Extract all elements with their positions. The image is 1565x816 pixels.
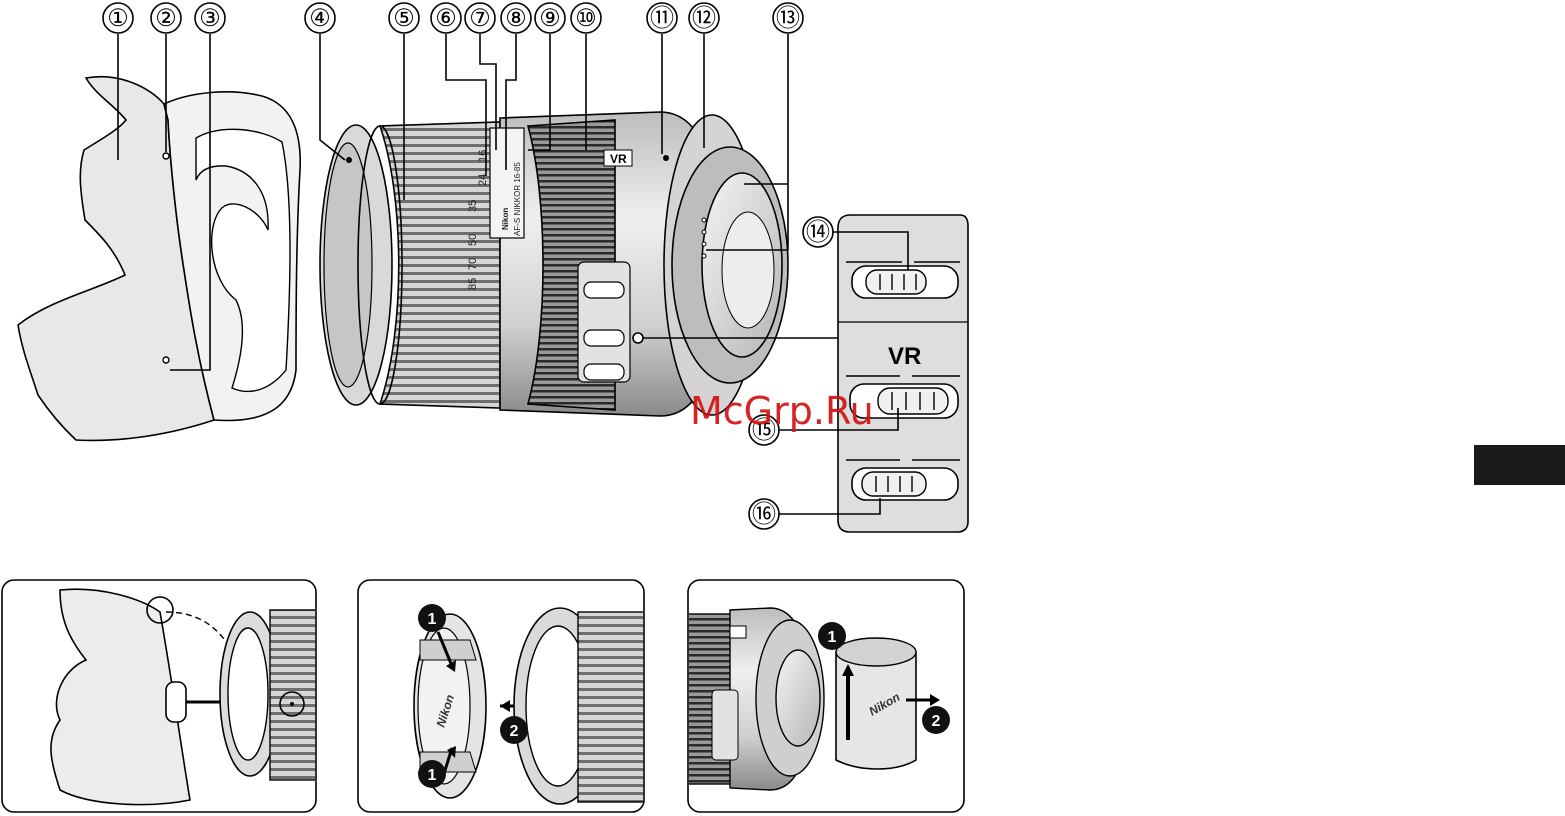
focal-mark-24: 24 <box>477 174 489 186</box>
mounting-index <box>663 155 669 161</box>
step-1-top: 1 <box>428 611 437 628</box>
rear-step-1: 1 <box>828 629 837 646</box>
svg-text:④: ④ <box>309 5 331 32</box>
callout-13: ⑬ <box>773 3 803 33</box>
svg-text:⑭: ⑭ <box>806 219 830 246</box>
callout-7: ⑦ <box>465 3 495 33</box>
svg-text:⑫: ⑫ <box>692 5 716 32</box>
focal-mark-50: 50 <box>467 234 479 246</box>
rear-cap-panel: Nikon 1 2 <box>680 580 964 812</box>
callout-12: ⑫ <box>689 3 719 33</box>
af-m-switch[interactable] <box>584 282 624 298</box>
callout-9: ⑨ <box>535 3 565 33</box>
watermark-text: McGrp.Ru <box>690 389 874 433</box>
svg-text:③: ③ <box>199 5 221 32</box>
vr-mode-switch[interactable] <box>852 468 958 500</box>
callout-10: ⑩ <box>571 3 601 33</box>
step-2: 2 <box>510 723 519 740</box>
nikon-brand-text: Nikon <box>501 208 510 230</box>
lens-hood <box>18 77 300 441</box>
svg-text:②: ② <box>155 5 177 32</box>
focal-mark-70: 70 <box>467 258 479 270</box>
callout-3: ③ <box>195 3 225 33</box>
svg-text:⑦: ⑦ <box>469 5 491 32</box>
vr-switch-label: VR <box>888 343 921 370</box>
svg-text:①: ① <box>107 5 129 32</box>
vr-mode-switch-small[interactable] <box>584 364 624 380</box>
svg-text:⑨: ⑨ <box>539 5 561 32</box>
svg-text:VR: VR <box>610 152 627 166</box>
svg-text:⑧: ⑧ <box>505 5 527 32</box>
callout-14: ⑭ <box>803 217 833 247</box>
callout-6: ⑥ <box>431 3 461 33</box>
front-cap-panel: Nikon 1 1 2 <box>358 580 658 812</box>
callout-2: ② <box>151 3 181 33</box>
svg-text:⑪: ⑪ <box>650 5 674 32</box>
focal-mark-35: 35 <box>467 200 479 212</box>
vr-badge: VR <box>604 150 632 166</box>
svg-text:⑯: ⑯ <box>752 501 776 528</box>
af-m-switch-large[interactable] <box>852 266 958 298</box>
lens-front <box>320 125 392 405</box>
hood-attach-panel <box>2 580 330 812</box>
callout-16: ⑯ <box>749 499 779 529</box>
svg-text:⑥: ⑥ <box>435 5 457 32</box>
rear-step-2: 2 <box>932 713 941 730</box>
svg-text:⑩: ⑩ <box>575 5 597 32</box>
svg-text:⑬: ⑬ <box>776 5 800 32</box>
svg-text:⑤: ⑤ <box>393 5 415 32</box>
callout-11: ⑪ <box>647 3 677 33</box>
lens-model-text: AF-S NIKKOR 16-85 <box>513 162 522 236</box>
switch-panel: VR <box>838 215 968 532</box>
focal-mark-85: 85 <box>467 278 479 290</box>
callout-4: ④ <box>305 3 335 33</box>
step-1-bottom: 1 <box>428 767 437 784</box>
focal-mark-16: 16 <box>477 150 489 162</box>
vr-switch-small[interactable] <box>584 330 624 346</box>
lens-mount <box>663 115 788 415</box>
callout-1: ① <box>103 3 133 33</box>
barrel-switch-block <box>578 262 630 382</box>
callout-8: ⑧ <box>501 3 531 33</box>
callout-5: ⑤ <box>389 3 419 33</box>
